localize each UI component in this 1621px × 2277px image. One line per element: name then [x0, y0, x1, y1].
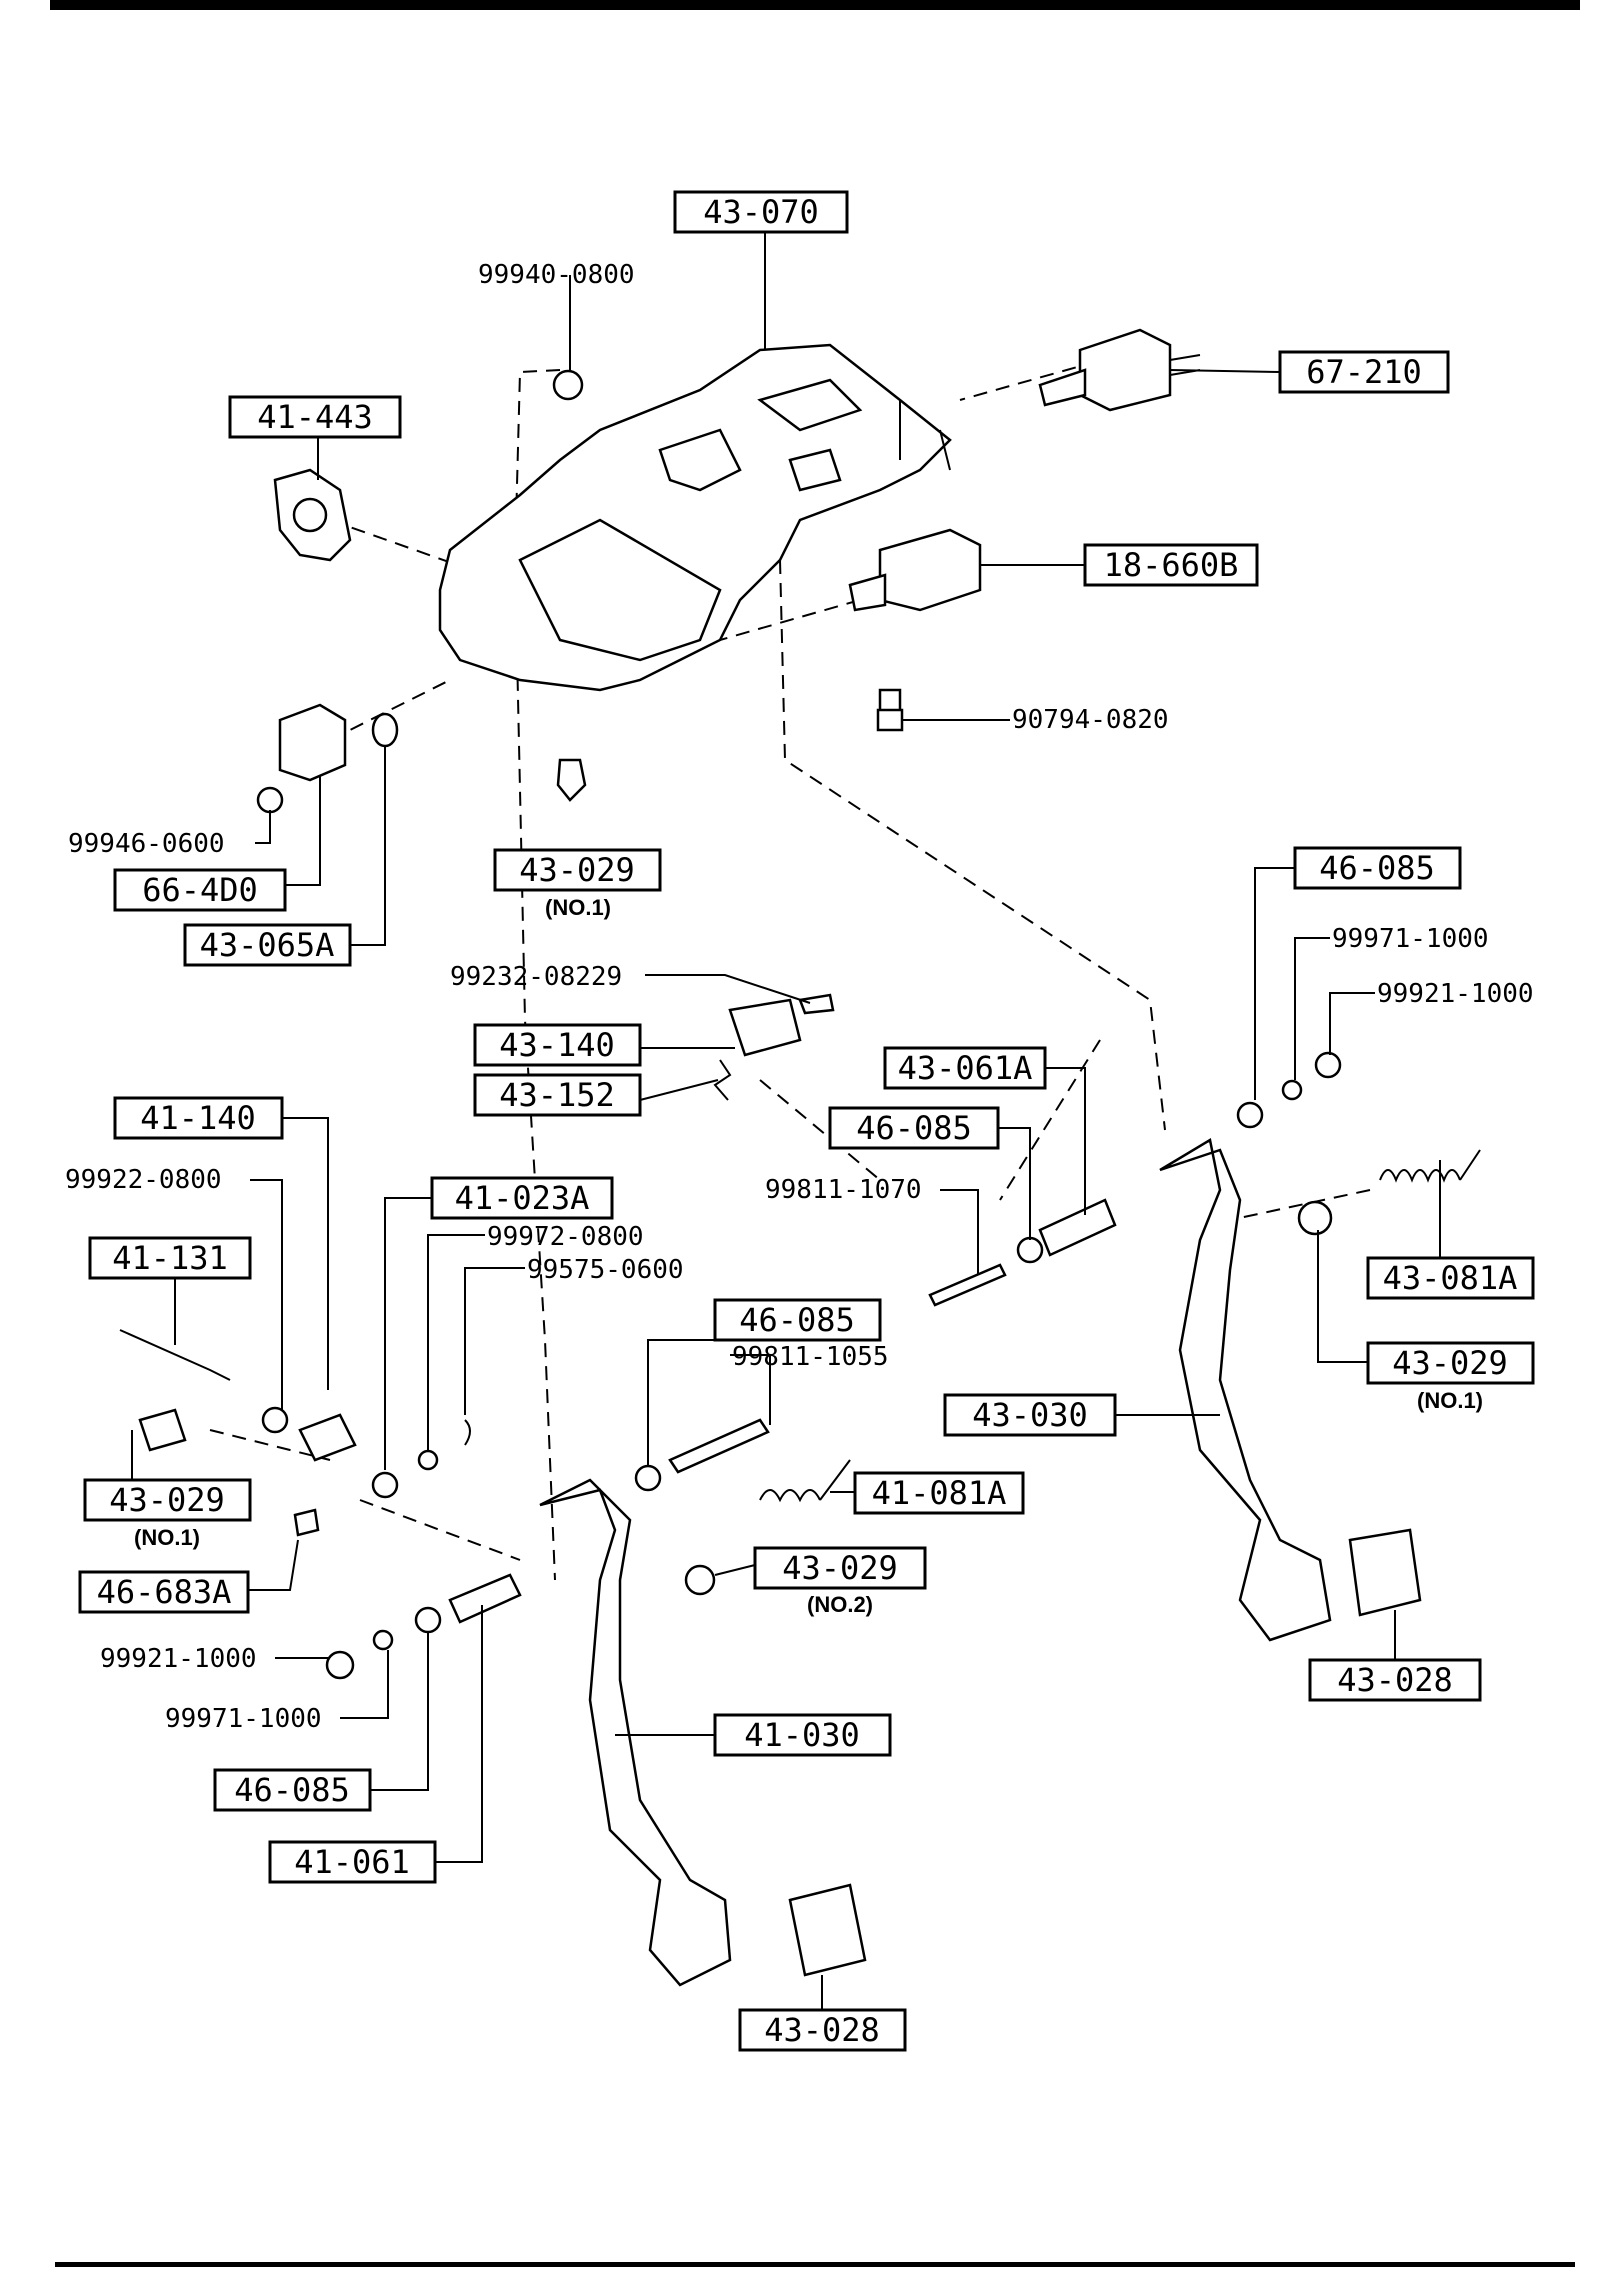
- bushing-icon: [634, 1464, 662, 1492]
- label-43-152: 43-152: [499, 1076, 615, 1114]
- label-41-140: 41-140: [140, 1099, 256, 1137]
- bolt-icon: [293, 1508, 320, 1537]
- label-99940-0800: 99940-0800: [478, 260, 635, 290]
- label-43-029-right: 43-029: [1392, 1344, 1508, 1382]
- stop-lamp-switch-icon: [1038, 328, 1201, 412]
- bolt-icon: [876, 688, 904, 732]
- label-66-4D0: 66-4D0: [142, 871, 258, 909]
- washer-icon: [372, 1629, 394, 1651]
- pedal-pad-icon: [1348, 1528, 1422, 1617]
- label-43-065A: 43-065A: [200, 926, 335, 964]
- label-99971-1000-right: 99971-1000: [1332, 924, 1489, 954]
- boxed-labels: 43-070 67-210 41-443 18-660B 43-029 66-4…: [78, 190, 1535, 2052]
- label-43-028-bottom: 43-028: [764, 2011, 880, 2049]
- nut-icon: [1314, 1051, 1342, 1079]
- stopper-icon: [1297, 1200, 1333, 1236]
- spring-icon: [1379, 1149, 1481, 1183]
- bracket-icon: [298, 1413, 357, 1462]
- pedal-bracket: [438, 343, 952, 692]
- bushing-icon: [1236, 1101, 1264, 1129]
- adjuster-icon: [138, 1408, 187, 1452]
- label-46-085-r1: 46-085: [1319, 849, 1435, 887]
- label-46-085-l: 46-085: [234, 1771, 350, 1809]
- label-99921-1000-right: 99921-1000: [1377, 979, 1534, 1009]
- brake-pedal-icon: [1159, 1138, 1332, 1642]
- clevis-icon: [728, 998, 802, 1057]
- label-43-029-left: 43-029: [109, 1481, 225, 1519]
- label-43-061A: 43-061A: [898, 1049, 1033, 1087]
- assembly-lines: [209, 354, 1371, 1581]
- switch-icon: [848, 528, 982, 612]
- washer-icon: [1281, 1079, 1303, 1101]
- label-99811-1070: 99811-1070: [765, 1175, 922, 1205]
- label-no2: (NO.2): [807, 1592, 873, 1617]
- label-99811-1055: 99811-1055: [732, 1342, 889, 1372]
- clutch-pedal-icon: [539, 1478, 732, 1987]
- label-41-443: 41-443: [257, 398, 373, 436]
- pedal-pad-icon: [788, 1883, 867, 1977]
- label-99232-08229: 99232-08229: [450, 962, 622, 992]
- bottom-rule: [55, 2262, 1575, 2267]
- bolt-icon: [668, 1418, 770, 1474]
- clip-icon: [464, 1419, 471, 1446]
- bushing-tube-icon: [1038, 1198, 1117, 1257]
- bushing-tube-icon: [448, 1573, 522, 1624]
- label-no1-left: (NO.1): [134, 1525, 200, 1550]
- label-43-070: 43-070: [703, 193, 819, 231]
- cable-icon: [119, 1329, 231, 1381]
- nut-icon: [325, 1650, 355, 1680]
- label-99575-0600: 99575-0600: [527, 1255, 684, 1285]
- stopper-icon: [556, 758, 587, 802]
- nut-icon: [261, 1406, 289, 1434]
- bracket-icon: [278, 703, 347, 782]
- clip-icon: [713, 1059, 732, 1101]
- label-46-085-r2: 46-085: [856, 1109, 972, 1147]
- label-41-030: 41-030: [744, 1716, 860, 1754]
- label-43-028-right: 43-028: [1337, 1661, 1453, 1699]
- bushing-icon: [371, 712, 399, 748]
- label-99922-0800: 99922-0800: [65, 1165, 222, 1195]
- bolt-icon: [928, 1263, 1007, 1307]
- nut-icon: [552, 369, 584, 401]
- bushing-icon: [371, 1471, 399, 1499]
- label-41-061: 41-061: [294, 1843, 410, 1881]
- sub-labels: (NO.1) (NO.1) (NO.1) (NO.2): [134, 895, 1483, 1617]
- top-rule: [50, 0, 1580, 10]
- label-99946-0600: 99946-0600: [68, 829, 225, 859]
- bushing-icon: [414, 1606, 442, 1634]
- label-90794-0820: 90794-0820: [1012, 705, 1169, 735]
- label-no1-top: (NO.1): [545, 895, 611, 920]
- label-41-131: 41-131: [112, 1239, 228, 1277]
- label-no1-right: (NO.1): [1417, 1388, 1483, 1413]
- spring-icon: [759, 1459, 851, 1503]
- leader-lines: [131, 232, 1455, 2010]
- pin-icon: [798, 993, 835, 1015]
- washer-icon: [417, 1449, 439, 1471]
- nut-icon: [256, 786, 284, 814]
- label-18-660B: 18-660B: [1104, 546, 1239, 584]
- label-43-081A: 43-081A: [1383, 1259, 1518, 1297]
- label-99921-1000-left: 99921-1000: [100, 1644, 257, 1674]
- label-67-210: 67-210: [1306, 353, 1422, 391]
- label-43-140: 43-140: [499, 1026, 615, 1064]
- stopper-icon: [684, 1564, 716, 1596]
- plain-labels: 99940-0800 90794-0820 99946-0600 99232-0…: [65, 260, 1534, 1734]
- label-41-023A: 41-023A: [455, 1179, 590, 1217]
- label-46-085-c: 46-085: [739, 1301, 855, 1339]
- label-41-081A: 41-081A: [872, 1474, 1007, 1512]
- bushing-icon: [1016, 1236, 1044, 1264]
- label-43-029-no2: 43-029: [782, 1549, 898, 1587]
- label-46-683A: 46-683A: [97, 1573, 232, 1611]
- label-99972-0800: 99972-0800: [487, 1222, 644, 1252]
- label-43-029-top: 43-029: [519, 851, 635, 889]
- label-43-030: 43-030: [972, 1396, 1088, 1434]
- label-99971-1000-left: 99971-1000: [165, 1704, 322, 1734]
